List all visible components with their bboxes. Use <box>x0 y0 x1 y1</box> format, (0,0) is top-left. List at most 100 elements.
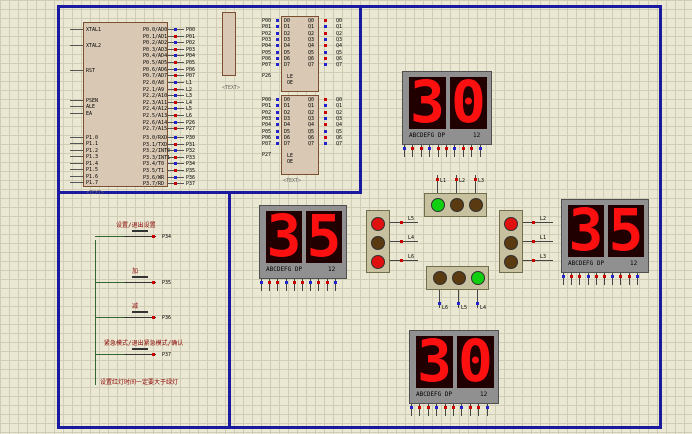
display-pin <box>446 145 447 157</box>
latch-output-label: Q4 <box>308 122 315 129</box>
latch-le-net: P26 <box>262 73 272 79</box>
traffic-wire-state <box>400 259 403 262</box>
display-pin <box>419 404 421 416</box>
mcu-pin-label: P3.1/TXD <box>143 141 168 148</box>
display-digit: 5 <box>608 196 644 264</box>
mcu-pin-label: P1.7 <box>86 180 99 186</box>
latch-input-state <box>276 142 279 146</box>
display-caption: ABCDEFG DP <box>409 132 446 139</box>
latch-input-label: D7 <box>284 62 291 69</box>
mcu-pin-state <box>174 149 177 153</box>
mcu-pin-label: P0.2/AD2 <box>143 40 168 47</box>
button-label: 加 <box>132 268 139 275</box>
display-pin <box>461 404 463 416</box>
traffic-net: L5 <box>461 305 468 311</box>
mcu-net-label: P31 <box>186 141 196 148</box>
display-number: 12 <box>328 266 336 273</box>
traffic-wire <box>523 222 553 223</box>
latch-output-label: Q1 <box>308 24 315 31</box>
display-pin-state <box>460 406 464 409</box>
traffic-net: L1 <box>540 235 547 241</box>
latch-input-net: P04 <box>262 122 272 129</box>
mcu-pin-label: P2.4/A12 <box>143 106 168 113</box>
mcu-net-label: P06 <box>186 66 196 73</box>
resistor-pack[interactable] <box>222 12 236 76</box>
latch-input-state <box>276 129 279 133</box>
mcu-pin-label: P0.0/AD0 <box>143 27 168 33</box>
latch-input-net: P01 <box>262 24 272 31</box>
display-pin <box>486 404 488 416</box>
traffic-net: L3 <box>478 178 485 184</box>
push-button[interactable] <box>124 276 156 286</box>
latch-output-label: Q4 <box>308 43 315 50</box>
mcu-pin-label: P0.3/AD3 <box>143 46 168 53</box>
latch-input-net: P02 <box>262 30 272 37</box>
display-pin-state <box>619 275 623 278</box>
display-pin-state <box>292 281 296 284</box>
traffic-light-bottom[interactable] <box>426 266 489 290</box>
latch-input-net: P00 <box>262 97 272 103</box>
display-caption: ABCDEFG DP <box>266 266 303 273</box>
display-pin <box>620 273 622 285</box>
lamp <box>450 198 464 212</box>
mcu-chip[interactable] <box>83 22 168 187</box>
display-pin-state <box>309 281 313 284</box>
mcu-pin-state <box>174 28 177 31</box>
mcu-pin-label: EA <box>86 111 93 117</box>
display-digit-value: 5 <box>608 196 644 264</box>
mcu-pin-label: PSEN <box>86 98 99 104</box>
button-label: 紧急模式/退出紧急模式/确认 <box>104 340 184 347</box>
latch-input-net: P05 <box>262 49 272 56</box>
display-digit: 5 <box>306 207 342 265</box>
traffic-wire <box>458 290 459 308</box>
button-ground-wire <box>95 240 96 385</box>
latch-footer: <TEXT> <box>283 178 302 184</box>
latch-u2[interactable] <box>281 95 319 175</box>
mcu-pin-line <box>70 169 83 170</box>
push-button[interactable] <box>124 311 156 321</box>
display-pin-state <box>443 406 447 409</box>
mcu-net-label: P33 <box>186 154 196 161</box>
mcu-pin-label: P2.7/A15 <box>143 126 168 133</box>
lamp <box>452 271 466 285</box>
display-pin-state <box>410 406 413 409</box>
display-pin <box>293 279 295 291</box>
latch-u1[interactable] <box>281 16 319 92</box>
traffic-light-left[interactable] <box>366 210 390 273</box>
mcu-pin-label: P3.4/T0 <box>143 161 165 168</box>
button-contact <box>124 236 156 237</box>
mcu-pin-label: XTAL2 <box>86 43 102 49</box>
display-digit-value: 0 <box>451 68 486 136</box>
display-pin <box>444 404 446 416</box>
mcu-pin-line <box>70 45 83 46</box>
display-pin-state <box>635 275 639 278</box>
traffic-wire-state <box>400 240 403 243</box>
display-digit-value: 0 <box>458 327 493 395</box>
mcu-pin-line <box>70 163 83 164</box>
latch-input-net: P06 <box>262 55 272 62</box>
latch-output-state <box>324 98 327 101</box>
display-pin-state <box>403 147 406 150</box>
mcu-pin-label: ALE <box>86 104 96 110</box>
display-pin-state <box>485 406 489 409</box>
push-button[interactable] <box>124 230 156 240</box>
push-button[interactable] <box>124 348 156 358</box>
mcu-pin-state <box>174 87 177 91</box>
button-net: P37 <box>162 352 172 358</box>
traffic-wire <box>523 260 553 261</box>
mcu-pin-state <box>174 94 177 98</box>
display-pin-state <box>586 275 590 278</box>
display-pin <box>285 279 287 291</box>
display-pin-state <box>603 275 606 278</box>
latch-input-label: D0 <box>284 97 291 103</box>
display-digit: 3 <box>409 73 446 131</box>
latch-input-net: P01 <box>262 103 272 110</box>
display-pin-state <box>284 281 288 284</box>
traffic-light-right[interactable] <box>499 210 523 273</box>
latch-le-net: P27 <box>262 152 272 158</box>
traffic-light-top[interactable] <box>424 193 487 217</box>
